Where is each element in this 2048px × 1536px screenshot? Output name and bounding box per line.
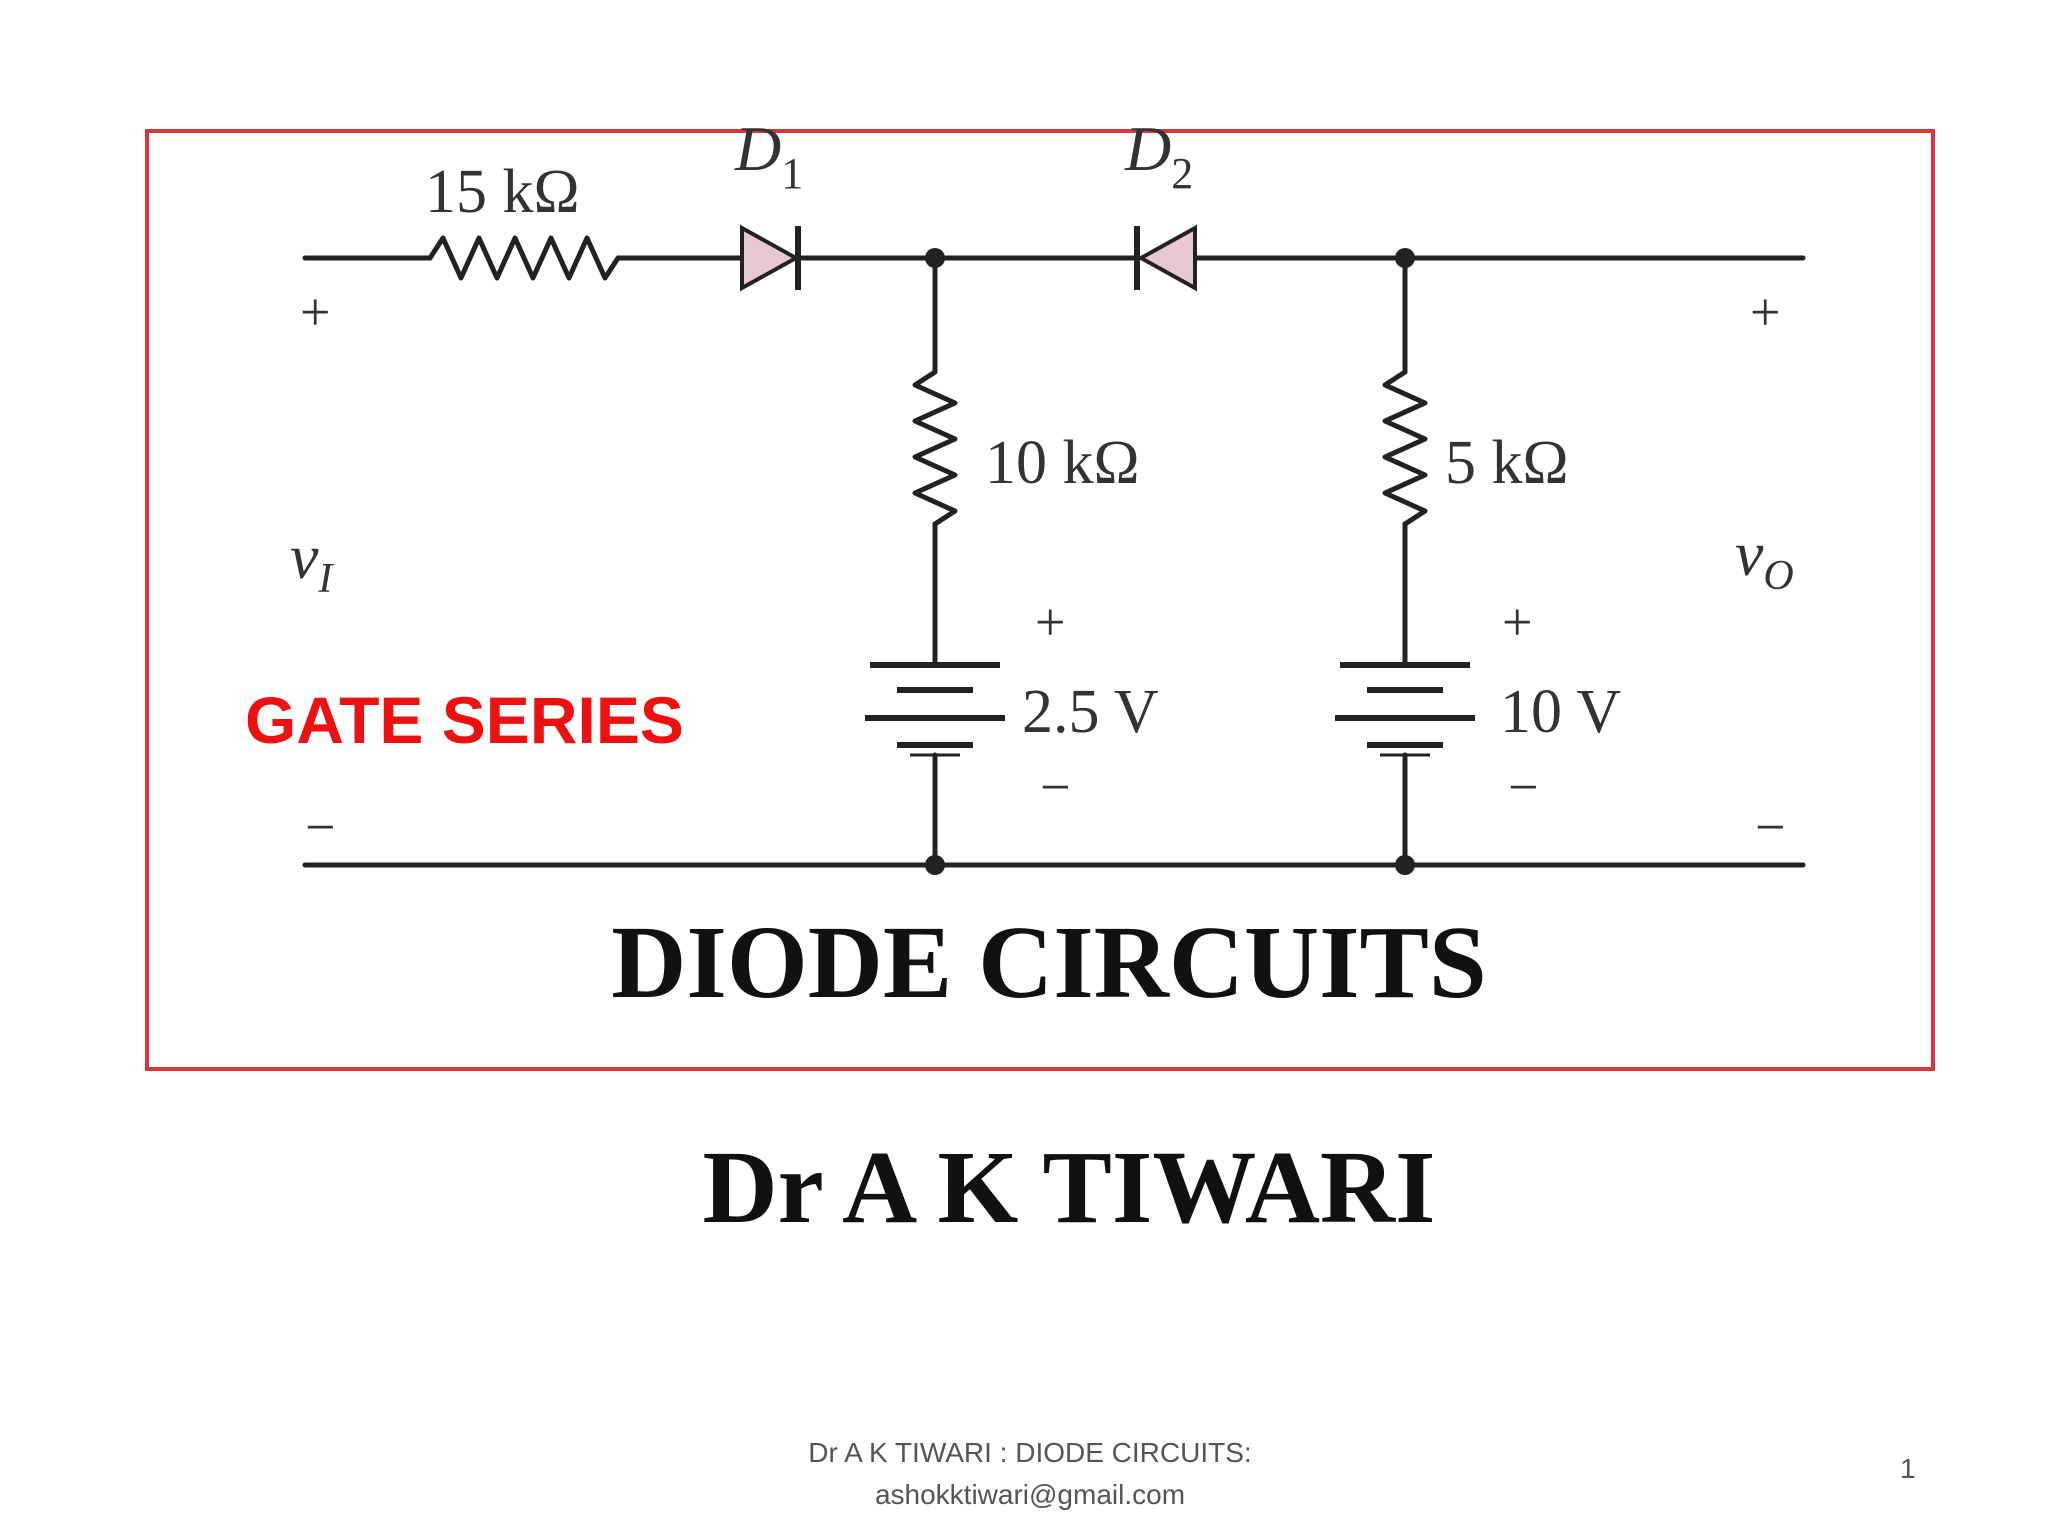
- label-d2: D2: [1124, 113, 1193, 198]
- circuit-diagram: 15 kΩ D1 D2 10 kΩ 5 kΩ 2.5 V 10 V vI vO …: [290, 113, 1806, 875]
- label-input-voltage: vI: [290, 521, 334, 602]
- battery2-minus-sign: −: [1508, 757, 1538, 817]
- battery2-plus-sign: +: [1502, 592, 1532, 652]
- battery1-plus-sign: +: [1035, 592, 1065, 652]
- output-plus-sign: +: [1750, 282, 1780, 342]
- label-r-shunt1: 10 kΩ: [985, 429, 1140, 497]
- junction-node-2: [1395, 248, 1415, 268]
- author-name: Dr A K TIWARI: [702, 1130, 1436, 1245]
- resistor-15k: [427, 235, 621, 281]
- label-battery1: 2.5 V: [1022, 678, 1159, 746]
- label-r-shunt2: 5 kΩ: [1445, 429, 1569, 497]
- label-battery2: 10 V: [1500, 678, 1621, 746]
- label-r-series: 15 kΩ: [425, 158, 580, 226]
- gate-series-label: GATE SERIES: [245, 683, 684, 757]
- input-minus-sign: −: [305, 797, 335, 857]
- resistor-10k: [912, 369, 958, 527]
- input-plus-sign: +: [300, 282, 330, 342]
- junction-node-3: [925, 855, 945, 875]
- footer-email: ashokktiwari@gmail.com: [874, 1479, 1186, 1510]
- footer-line-1: Dr A K TIWARI : DIODE CIRCUITS:: [808, 1437, 1252, 1468]
- page-number: 1: [1900, 1453, 1916, 1484]
- junction-node-4: [1395, 855, 1415, 875]
- diode-d1-icon: [740, 224, 801, 292]
- diode-d2-icon: [1134, 224, 1197, 292]
- battery1-minus-sign: −: [1040, 757, 1070, 817]
- junction-node-1: [925, 248, 945, 268]
- output-minus-sign: −: [1755, 797, 1785, 857]
- footer: Dr A K TIWARI : DIODE CIRCUITS: ashokkti…: [700, 1432, 1360, 1516]
- label-d1: D1: [734, 113, 803, 198]
- diagram-frame: [145, 129, 1935, 1071]
- slide-title: DIODE CIRCUITS: [611, 905, 1487, 1020]
- label-output-voltage: vO: [1735, 518, 1794, 599]
- resistor-5k: [1382, 369, 1428, 527]
